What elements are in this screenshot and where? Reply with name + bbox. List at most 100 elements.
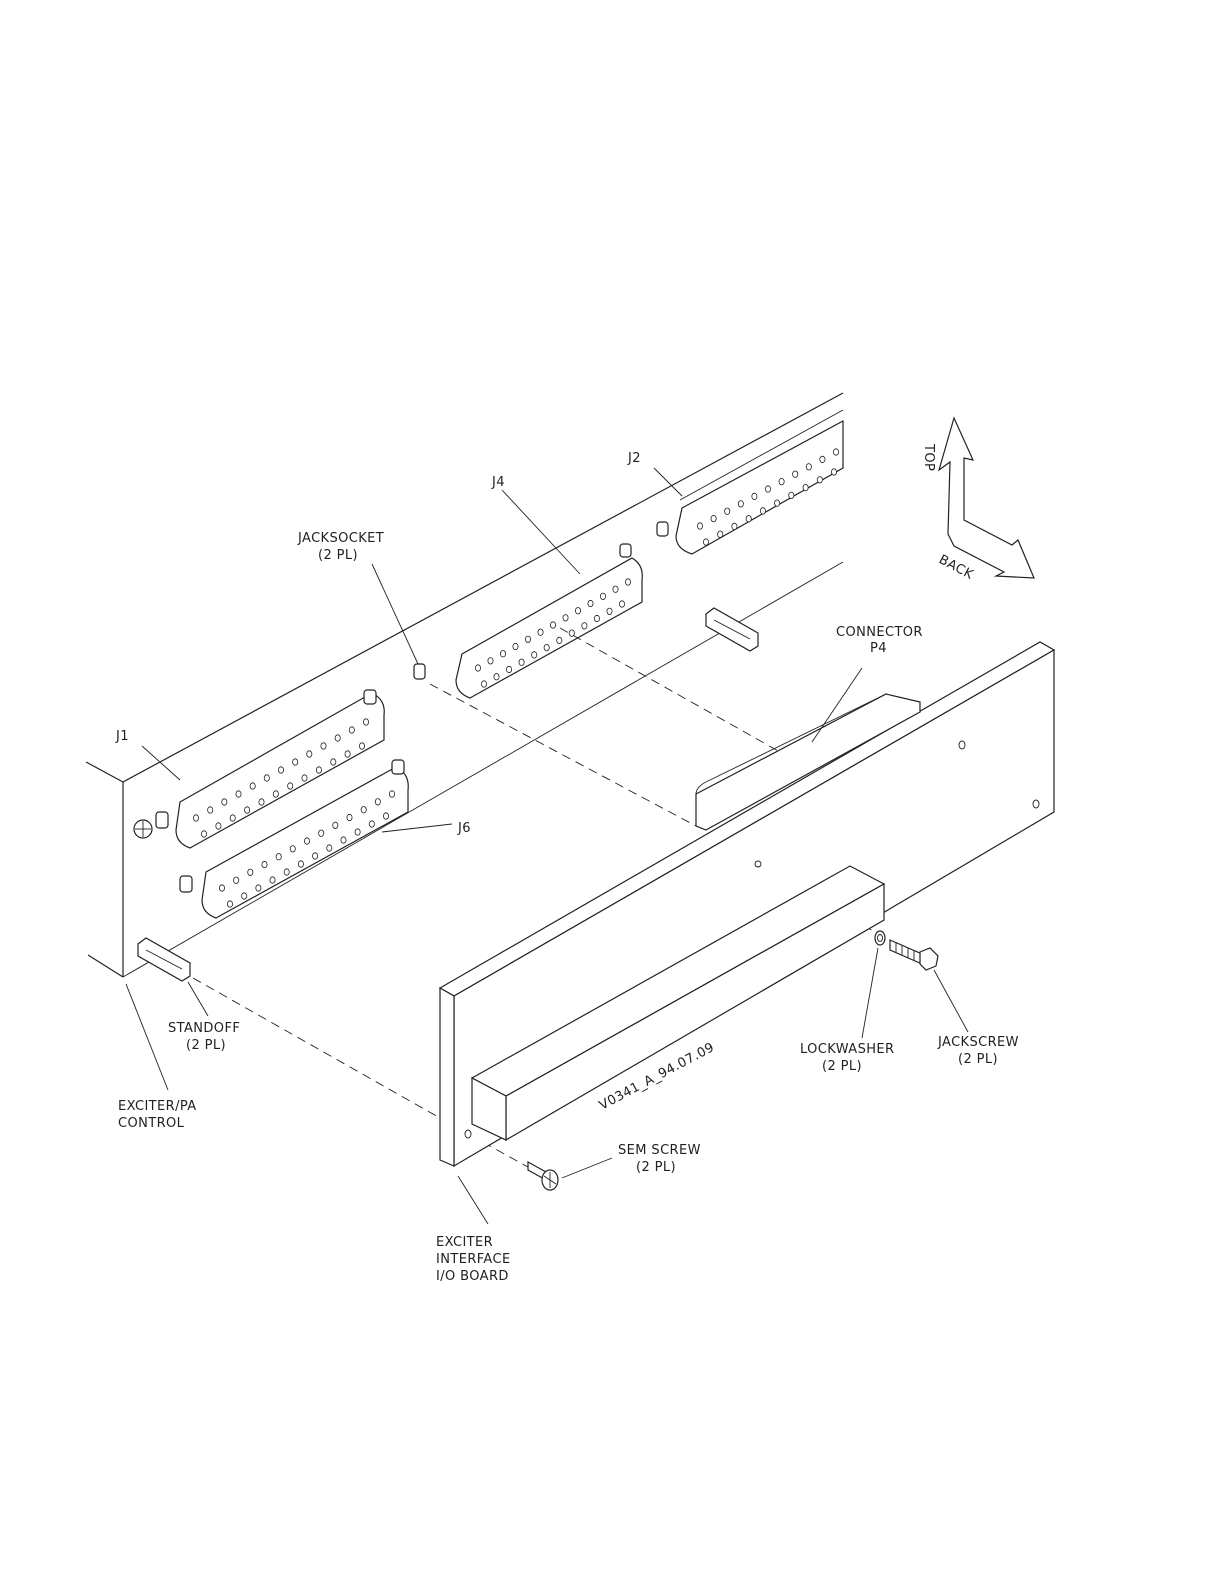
connector-pin	[216, 823, 221, 829]
connector-pin	[820, 456, 825, 462]
connector-pin	[316, 767, 321, 773]
connector-pin	[208, 807, 213, 813]
connector-pin	[507, 666, 512, 672]
connector-pin	[321, 743, 326, 749]
connector-pin	[288, 783, 293, 789]
label-board-2: INTERFACE	[436, 1252, 511, 1267]
connector-j2	[657, 421, 843, 554]
label-connector: CONNECTOR	[836, 625, 923, 640]
connector-pin	[284, 869, 289, 875]
connector-pin	[290, 846, 295, 852]
label-jacksocket: JACKSOCKET	[297, 531, 384, 546]
connector-pin	[697, 523, 702, 529]
connector-pin	[765, 486, 770, 492]
label-standoff: STANDOFF	[168, 1021, 240, 1036]
label-j1: J1	[115, 729, 129, 744]
connector-pin	[607, 608, 612, 614]
label-connector-id: P4	[870, 641, 887, 656]
connector-pin	[256, 885, 261, 891]
label-lockwasher: LOCKWASHER	[800, 1042, 894, 1057]
connector-pin	[230, 815, 235, 821]
connector-pin	[383, 813, 388, 819]
connector-pin	[488, 658, 493, 664]
connector-pin	[359, 743, 364, 749]
connector-pin	[333, 822, 338, 828]
connector-pin	[718, 531, 723, 537]
connector-pin	[273, 791, 278, 797]
connector-pin	[304, 838, 309, 844]
connector-pin	[222, 799, 227, 805]
connector-pin	[544, 644, 549, 650]
label-j4: J4	[491, 475, 505, 490]
label-board-3: I/O BOARD	[436, 1269, 509, 1284]
connector-pin	[557, 637, 562, 643]
connector-pin	[532, 652, 537, 658]
connector-pin	[347, 814, 352, 820]
connector-pin	[746, 516, 751, 522]
standoff-front	[138, 938, 190, 981]
connector-pin	[738, 501, 743, 507]
label-jacksocket-qty: (2 PL)	[318, 548, 358, 563]
connector-pin	[264, 775, 269, 781]
connector-pin	[775, 500, 780, 506]
connector-pin	[361, 807, 366, 813]
connector-pin	[341, 837, 346, 843]
connector-pin	[302, 775, 307, 781]
connector-pin	[500, 651, 505, 657]
connector-pin	[298, 861, 303, 867]
connector-pin	[494, 674, 499, 680]
connector-pin	[833, 449, 838, 455]
connector-pin	[319, 830, 324, 836]
label-lockwasher-qty: (2 PL)	[822, 1059, 862, 1074]
label-jackscrew-qty: (2 PL)	[958, 1052, 998, 1067]
connector-pin	[711, 515, 716, 521]
connector-pin	[752, 493, 757, 499]
connector-pin	[389, 791, 394, 797]
connector-pin	[550, 622, 555, 628]
connector-pin	[369, 821, 374, 827]
connector-pin	[538, 629, 543, 635]
lockwasher	[875, 931, 885, 945]
connector-pin	[248, 869, 253, 875]
connector-pin	[803, 484, 808, 490]
connector-pin	[193, 815, 198, 821]
connector-pin	[563, 615, 568, 621]
connector-pin	[732, 523, 737, 529]
connector-pin	[278, 767, 283, 773]
connector-pin	[345, 751, 350, 757]
label-j6: J6	[457, 821, 471, 836]
label-exciter-pa-1: EXCITER/PA	[118, 1099, 197, 1114]
connector-j4	[414, 544, 642, 698]
connector-pin	[588, 600, 593, 606]
connector-pin	[806, 464, 811, 470]
connector-pin	[201, 831, 206, 837]
connector-pin	[234, 877, 239, 883]
connector-pin	[227, 901, 232, 907]
connector-pin	[375, 799, 380, 805]
connector-pin	[725, 508, 730, 514]
connector-pin	[250, 783, 255, 789]
connector-pin	[525, 636, 530, 642]
connector-pin	[242, 893, 247, 899]
label-standoff-qty: (2 PL)	[186, 1038, 226, 1053]
connector-pin	[793, 471, 798, 477]
connector-pin	[831, 469, 836, 475]
connector-pin	[519, 659, 524, 665]
connector-pin	[262, 861, 267, 867]
connector-pin	[355, 829, 360, 835]
jackscrew	[890, 940, 938, 970]
label-board-1: EXCITER	[436, 1235, 493, 1250]
connector-pin	[594, 615, 599, 621]
connector-pin	[219, 885, 224, 891]
connector-pin	[613, 586, 618, 592]
connector-pin	[475, 665, 480, 671]
connector-pin	[789, 492, 794, 498]
connector-pin	[236, 791, 241, 797]
sem-screw	[528, 1162, 558, 1190]
connector-pin	[817, 477, 822, 483]
connector-pin	[331, 759, 336, 765]
connector-pin	[245, 807, 250, 813]
connector-pin	[600, 593, 605, 599]
